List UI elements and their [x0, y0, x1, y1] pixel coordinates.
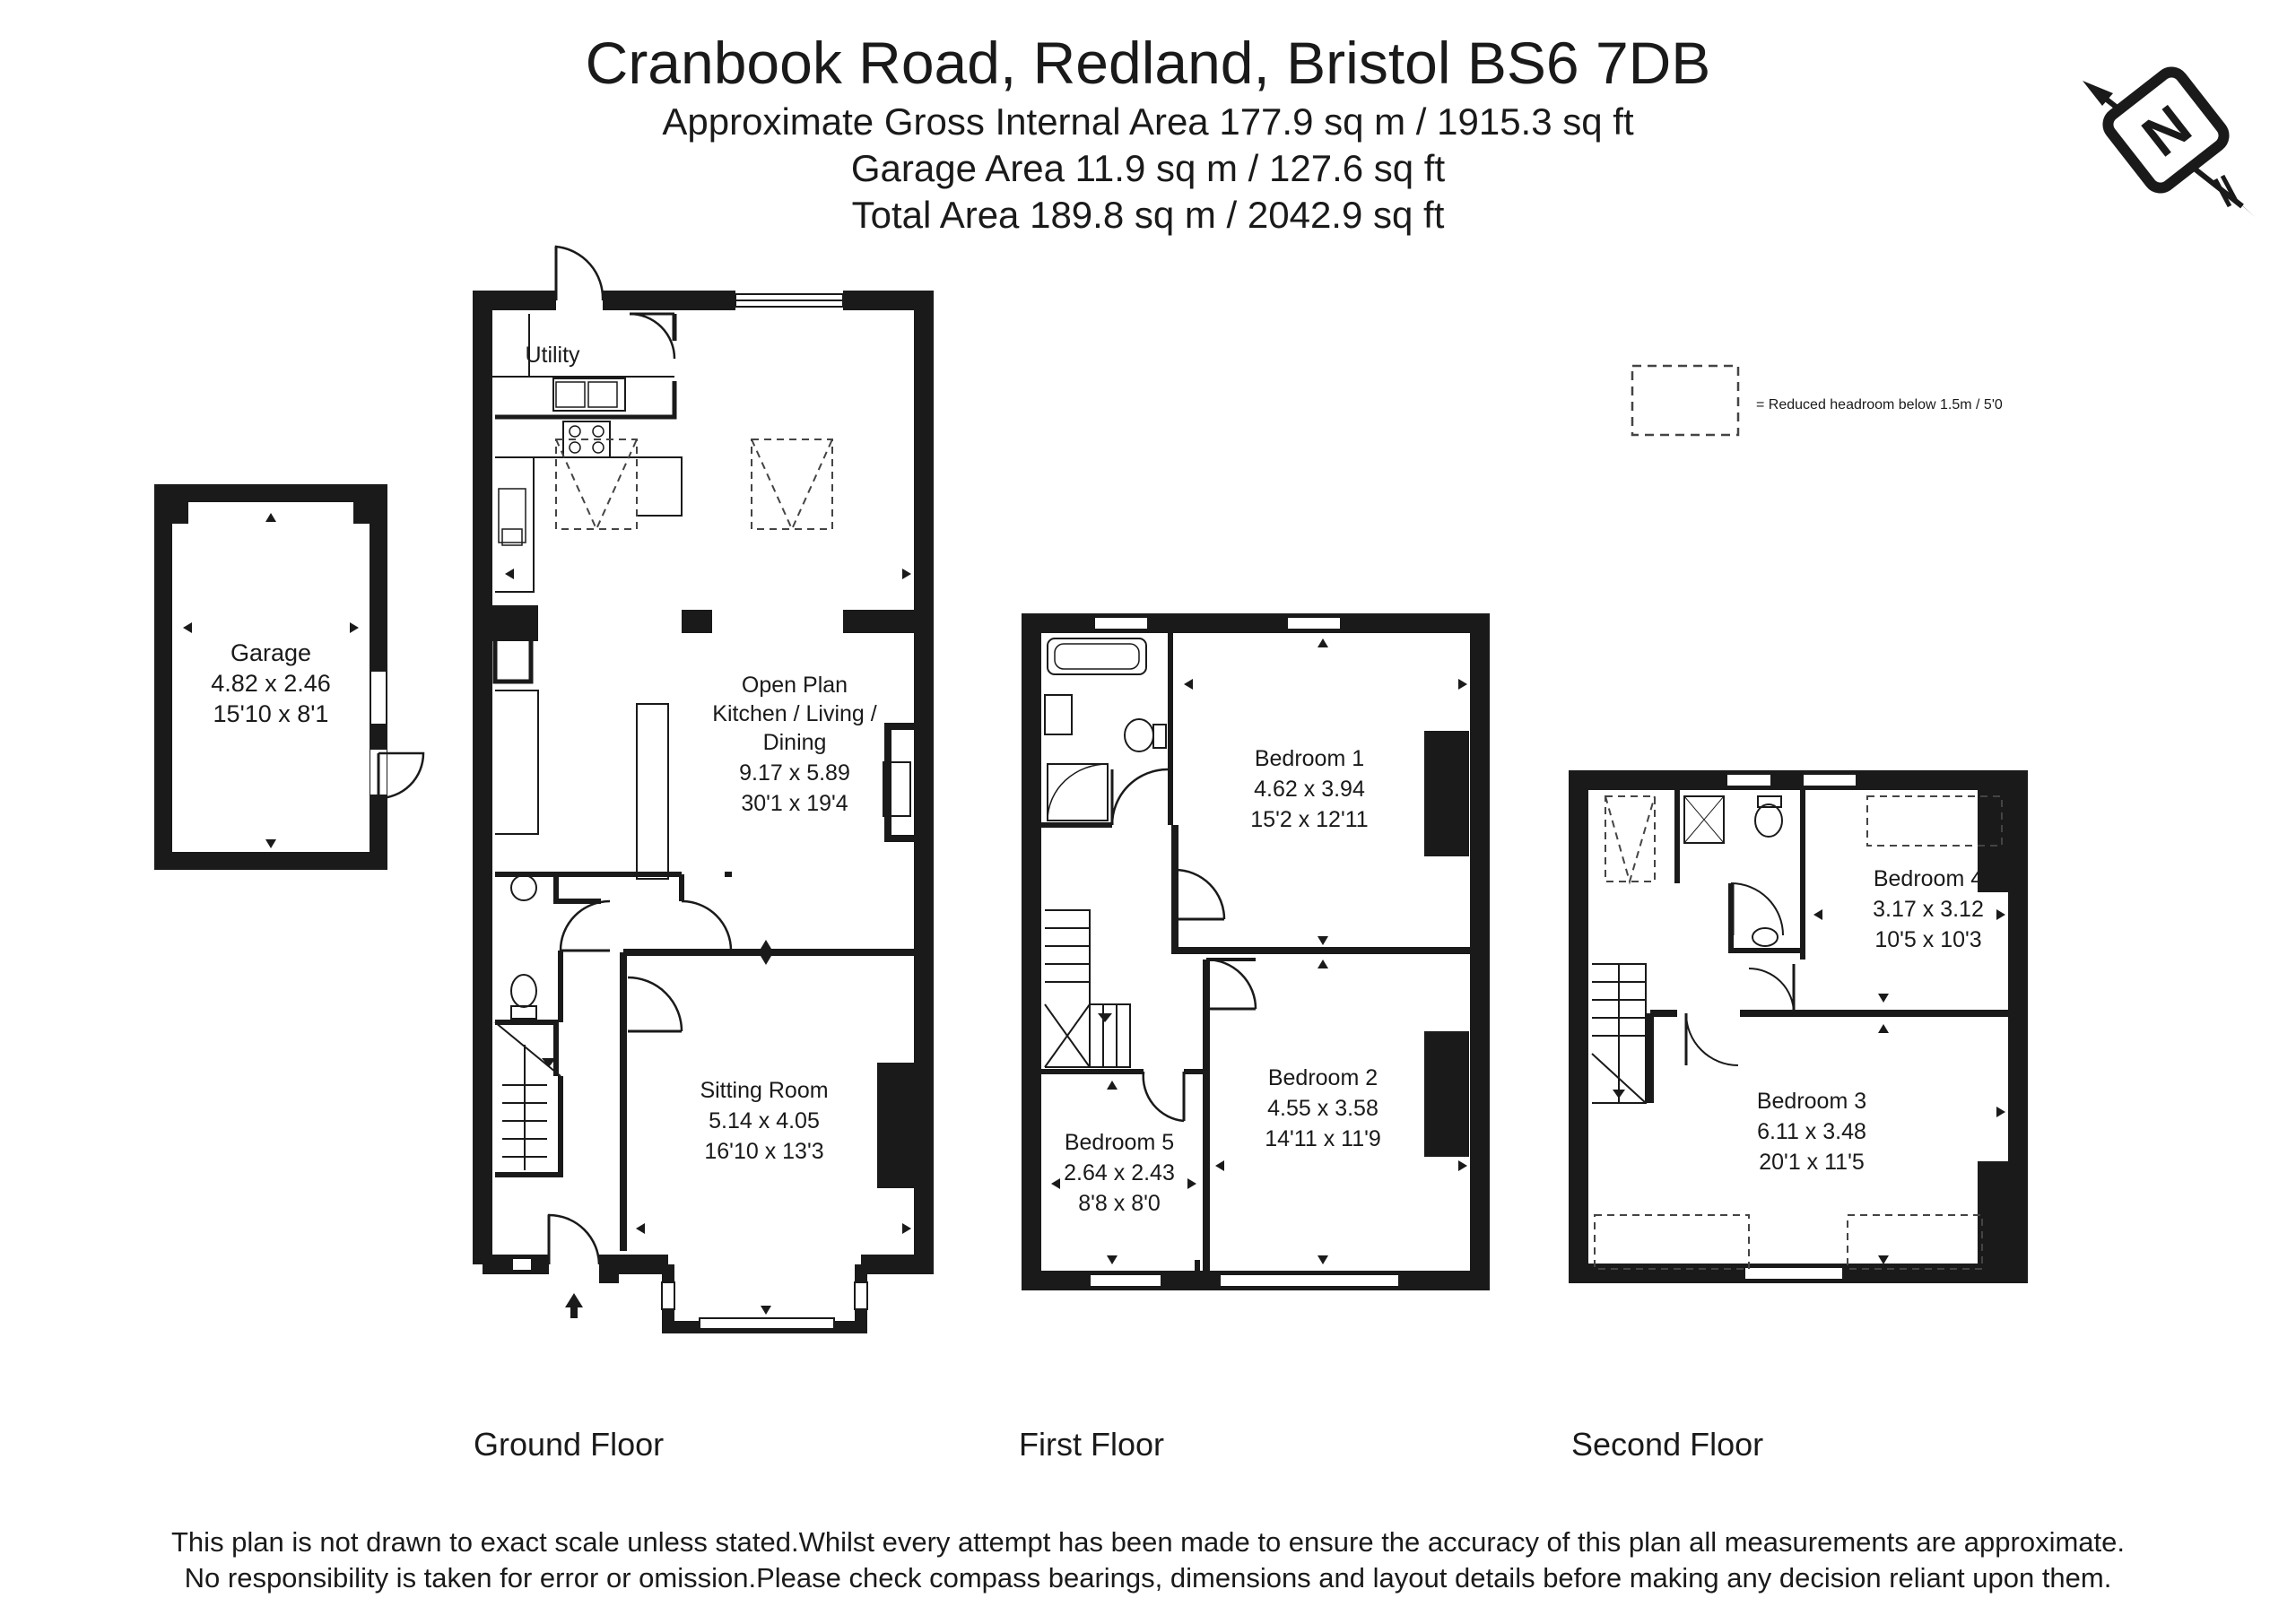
bedroom-5-imperial: 8'8 x 8'0 [1078, 1191, 1161, 1216]
disclaimer: This plan is not drawn to exact scale un… [0, 1524, 2296, 1596]
second-floor-label: Second Floor [1571, 1426, 1764, 1463]
first-floor-label: First Floor [1019, 1426, 1164, 1463]
disclaimer-line-1: This plan is not drawn to exact scale un… [171, 1526, 2125, 1558]
bedroom-5-label: Bedroom 5 [1065, 1130, 1174, 1155]
bedroom-1-imperial: 15'2 x 12'11 [1250, 807, 1368, 832]
garage-plan [154, 484, 425, 870]
garage-metric: 4.82 x 2.46 [211, 670, 331, 697]
garage-area: Garage Area 11.9 sq m / 127.6 sq ft [850, 147, 1446, 189]
open-plan-label-3: Dining [763, 730, 827, 755]
compass-icon: N [2083, 66, 2255, 217]
bedroom-4-imperial: 10'5 x 10'3 [1874, 927, 1981, 952]
reduced-headroom-swatch [1631, 364, 1740, 437]
open-plan-metric: 9.17 x 5.89 [739, 760, 850, 786]
sitting-room-label: Sitting Room [700, 1078, 828, 1103]
bedroom-2-metric: 4.55 x 3.58 [1267, 1096, 1378, 1121]
bedroom-3-metric: 6.11 x 3.48 [1757, 1119, 1866, 1144]
bedroom-1-metric: 4.62 x 3.94 [1254, 777, 1365, 802]
gross-internal-area: Approximate Gross Internal Area 177.9 sq… [662, 100, 1634, 143]
total-area: Total Area 189.8 sq m / 2042.9 sq ft [851, 194, 1445, 236]
sitting-room-imperial: 16'10 x 13'3 [704, 1139, 823, 1164]
bedroom-1-label: Bedroom 1 [1255, 746, 1364, 771]
bedroom-2-imperial: 14'11 x 11'9 [1265, 1126, 1381, 1151]
bedroom-3-label: Bedroom 3 [1757, 1089, 1866, 1114]
garage-label: Garage [230, 639, 311, 666]
open-plan-label-2: Kitchen / Living / [712, 701, 876, 726]
utility-label: Utility [525, 343, 580, 368]
bedroom-5-metric: 2.64 x 2.43 [1064, 1160, 1175, 1185]
second-floor-plan [1569, 770, 2028, 1283]
property-address: Cranbook Road, Redland, Bristol BS6 7DB [585, 30, 1711, 96]
legend-text: = Reduced headroom below 1.5m / 5'0 [1756, 397, 2003, 413]
disclaimer-line-2: No responsibility is taken for error or … [184, 1562, 2112, 1594]
open-plan-label-1: Open Plan [742, 673, 848, 698]
legend: = Reduced headroom below 1.5m / 5'0 [1631, 364, 2003, 437]
ground-floor-plan [473, 245, 934, 1333]
bedroom-2-label: Bedroom 2 [1268, 1065, 1378, 1090]
bedroom-4-label: Bedroom 4 [1874, 866, 1983, 891]
sitting-room-metric: 5.14 x 4.05 [709, 1108, 820, 1133]
open-plan-imperial: 30'1 x 19'4 [741, 791, 848, 816]
bedroom-4-metric: 3.17 x 3.12 [1873, 897, 1984, 922]
first-floor-plan [1022, 613, 1490, 1290]
garage-imperial: 15'10 x 8'1 [213, 700, 329, 727]
plan-header: Cranbook Road, Redland, Bristol BS6 7DB … [0, 27, 2296, 239]
ground-floor-label: Ground Floor [474, 1426, 665, 1463]
bedroom-3-imperial: 20'1 x 11'5 [1759, 1150, 1865, 1175]
